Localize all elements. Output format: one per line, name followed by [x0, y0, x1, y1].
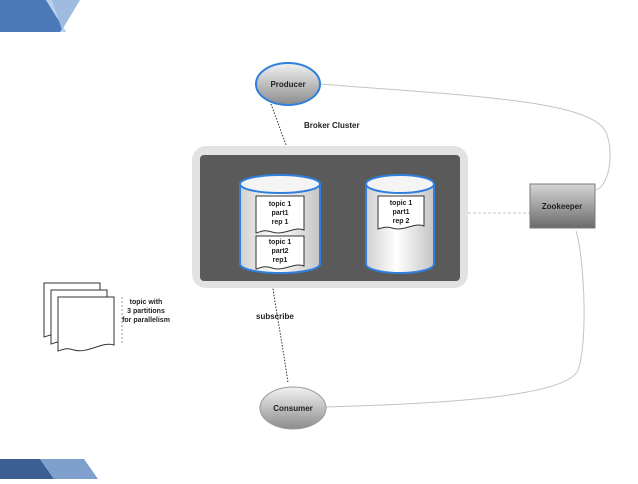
partition-text-line: rep 1: [272, 219, 289, 226]
partition-text-line: rep 2: [393, 218, 410, 225]
partition-text-line: part1: [271, 210, 288, 217]
producer-node: Producer: [255, 62, 321, 106]
producer-zookeeper-line: [319, 83, 611, 191]
partition-to-consumer-line: [269, 267, 289, 384]
legend-text: topic with 3 partitions for parallelism: [122, 299, 170, 324]
partition-stack-icon: [43, 282, 115, 352]
broker-cluster-label: Broker Cluster: [304, 121, 360, 130]
broker-1-partition-1: topic 1 part1 rep 1: [255, 195, 305, 234]
bottom-decor-band: [0, 459, 98, 479]
broker-2-partition-1: topic 1 part1 rep 2: [377, 195, 425, 230]
producer-label: Producer: [270, 80, 305, 89]
broker-1-partition-2: topic 1 part2 rep1: [255, 235, 305, 270]
legend-line: topic with: [130, 299, 163, 306]
partition-text-line: topic 1: [390, 200, 413, 207]
legend-line: for parallelism: [122, 317, 170, 324]
legend-line: 3 partitions: [127, 308, 165, 315]
partition-text-line: part1: [392, 209, 409, 216]
zookeeper-node: Zookeeper: [529, 183, 596, 229]
zookeeper-label: Zookeeper: [542, 202, 582, 211]
top-decor-band: [0, 0, 80, 32]
partition-text-line: rep1: [273, 257, 288, 264]
consumer-node: Consumer: [259, 386, 327, 430]
partition-text-line: part2: [271, 248, 288, 255]
consumer-zookeeper-line: [325, 230, 585, 408]
consumer-label: Consumer: [273, 404, 313, 413]
subscribe-label: subscribe: [256, 312, 294, 321]
connection-lines: [269, 83, 611, 408]
partition-text-line: topic 1: [269, 239, 292, 246]
partition-text-line: topic 1: [269, 201, 292, 208]
